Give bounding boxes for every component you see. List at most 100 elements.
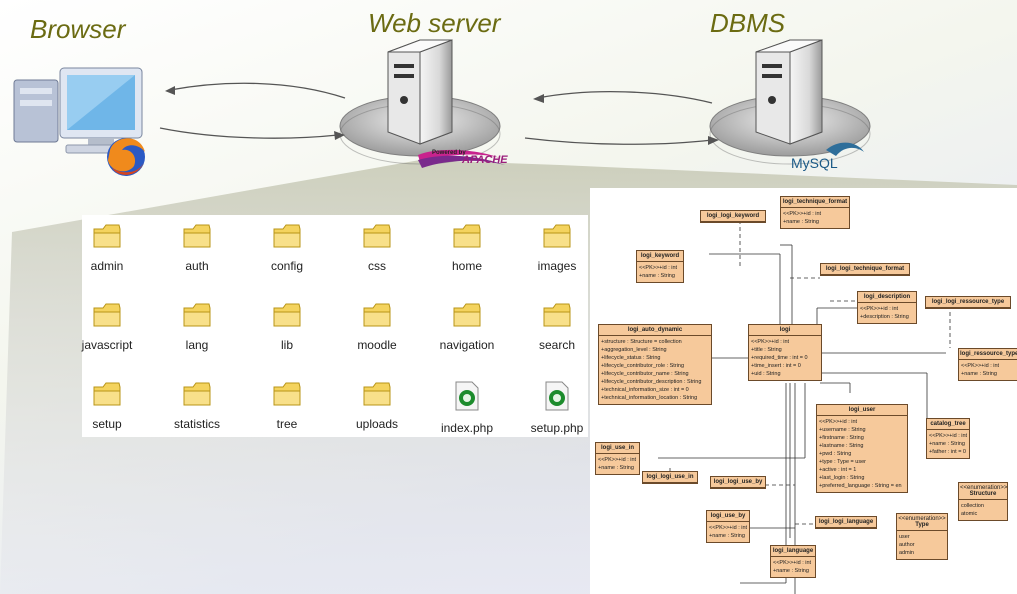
folder-item[interactable]: home: [424, 223, 510, 273]
file-name: setup.php: [530, 421, 584, 435]
web-server-icon: [339, 39, 501, 165]
uml-attribute: +name : String: [709, 533, 745, 539]
uml-class-title: logi_logi_ressource_type: [926, 297, 1010, 308]
php-file-item[interactable]: index.php: [424, 381, 510, 435]
file-name: statistics: [173, 417, 220, 431]
uml-class-name: logi_language: [772, 548, 814, 554]
folder-item[interactable]: config: [244, 223, 330, 273]
uml-class-logi: logi<<PK>>+id : int+title : String+requi…: [748, 324, 822, 381]
uml-attribute: <<PK>>+id : int: [751, 339, 790, 345]
uml-attribute: <<PK>>+id : int: [929, 433, 968, 439]
uml-class-logi-logi-language: logi_logi_language: [815, 516, 877, 529]
uml-class-name: logi_description: [863, 294, 911, 300]
uml-class-title: logi_technique_format: [781, 197, 849, 208]
folder-item[interactable]: setup: [64, 381, 150, 431]
apache-powered-text: Powered by: [432, 150, 466, 156]
folder-item[interactable]: images: [514, 223, 600, 273]
uml-class-logi-ressource-type: logi_ressource_type<<PK>>+id : int+name …: [958, 348, 1017, 381]
uml-attributes: +structure : Structure = collection +aggr…: [599, 336, 711, 404]
webserver-label: Web server: [368, 8, 501, 38]
uml-attribute: author: [899, 542, 915, 548]
folder-icon: [363, 303, 391, 327]
arrow-dbms-to-webserver: [537, 91, 713, 104]
folder-item[interactable]: lang: [154, 302, 240, 352]
arrow-webserver-to-browser: [169, 82, 346, 99]
file-name: navigation: [439, 338, 495, 352]
uml-attribute: +aggregation_level : String: [601, 347, 667, 353]
uml-attribute: +lifecycle_contributor_description : Str…: [601, 379, 702, 385]
folder-item[interactable]: lib: [244, 302, 330, 352]
folder-icon: [183, 224, 211, 248]
uml-attribute: atomic: [961, 511, 978, 517]
folder-icon: [93, 382, 121, 406]
uml-class-title: logi_logi_use_by: [711, 477, 765, 488]
uml-class-title: logi_auto_dynamic: [599, 325, 711, 336]
uml-attribute: +name : String: [598, 465, 634, 471]
folder-item[interactable]: statistics: [154, 381, 240, 431]
folder-item[interactable]: tree: [244, 381, 330, 431]
folder-icon: [363, 224, 391, 248]
uml-class-catalog-tree: catalog_tree<<PK>>+id : int+name : Strin…: [926, 418, 970, 459]
uml-class-logi-use-by: logi_use_by <<PK>>+id : int +name : String: [706, 510, 750, 543]
arrow-heads: [165, 86, 719, 145]
uml-attributes: <<PK>>+id : int +name : String: [596, 454, 639, 474]
file-name: tree: [276, 417, 298, 431]
uml-attributes: <<PK>>+id : int+name : String: [781, 208, 849, 228]
uml-attribute: <<PK>>+id : int: [773, 560, 812, 566]
uml-class-logi-logi-ressource-type: logi_logi_ressource_type: [925, 296, 1011, 309]
folder-item[interactable]: navigation: [424, 302, 510, 352]
uml-class-name: logi_auto_dynamic: [627, 327, 683, 333]
uml-class-name: logi_logi_use_by: [713, 479, 763, 485]
folder-item[interactable]: css: [334, 223, 420, 273]
uml-class-name: logi_logi_technique_format: [825, 266, 905, 272]
uml-class-name: logi_use_in: [600, 445, 634, 451]
uml-class-title: <<enumeration>>Type: [897, 514, 947, 531]
php-file-item[interactable]: setup.php: [514, 381, 600, 435]
folder-item[interactable]: javascript: [64, 302, 150, 352]
apache-logo: [418, 149, 505, 168]
uml-attributes: <<PK>>+id : int +name : String: [707, 522, 749, 542]
uml-attribute: +name : String: [929, 441, 965, 447]
file-name: images: [537, 259, 577, 273]
php-file-icon: [545, 381, 569, 411]
folder-icon: [93, 303, 121, 327]
file-name: index.php: [440, 421, 494, 435]
uml-stereotype: <<enumeration>>: [960, 485, 1008, 491]
uml-class-name: logi_use_by: [710, 513, 746, 519]
dbms-label: DBMS: [710, 8, 786, 38]
file-name: setup: [92, 417, 122, 431]
uml-attribute: +lifecycle_contributor_name : String: [601, 371, 689, 377]
folder-item[interactable]: moodle: [334, 302, 420, 352]
folder-icon: [363, 382, 391, 406]
uml-attribute: +structure : Structure = collection: [601, 339, 682, 345]
uml-attribute: <<PK>>+id : int: [783, 211, 822, 217]
folder-item[interactable]: auth: [154, 223, 240, 273]
dbms-server-icon: [709, 39, 871, 165]
uml-class-logi-user: logi_user<<PK>>+id : int+username : Stri…: [816, 404, 908, 493]
uml-attribute: +time_insert : int = 0: [751, 363, 801, 369]
folder-item[interactable]: admin: [64, 223, 150, 273]
uml-attribute: <<PK>>+id : int: [819, 419, 858, 425]
folder-item[interactable]: search: [514, 302, 600, 352]
folder-item[interactable]: uploads: [334, 381, 420, 431]
uml-class-title: logi_ressource_type: [959, 349, 1017, 360]
file-name: javascript: [81, 338, 133, 352]
uml-attribute: +pwd : String: [819, 451, 852, 457]
uml-class-title: logi_logi_keyword: [701, 211, 765, 222]
uml-attribute: +last_login : String: [819, 475, 865, 481]
uml-attribute: <<PK>>+id : int: [598, 457, 637, 463]
uml-class-title: logi_keyword: [637, 251, 683, 262]
file-name: uploads: [355, 417, 399, 431]
uml-attribute: +technical_information_size : int = 0: [601, 387, 689, 393]
uml-attributes: <<PK>>+id : int+name : String: [771, 557, 815, 577]
uml-attributes: <<PK>>+id : int+description : String: [858, 303, 916, 323]
uml-stereotype: <<enumeration>>: [898, 516, 946, 522]
file-name: search: [538, 338, 576, 352]
uml-class-title: logi_use_by: [707, 511, 749, 522]
uml-attribute: +username : String: [819, 427, 866, 433]
uml-attributes: <<PK>>+id : int+name : String: [959, 360, 1017, 380]
file-name: config: [270, 259, 304, 273]
uml-class-logi-logi-use-in: logi_logi_use_in: [642, 471, 698, 484]
uml-attribute: <<PK>>+id : int: [709, 525, 748, 531]
